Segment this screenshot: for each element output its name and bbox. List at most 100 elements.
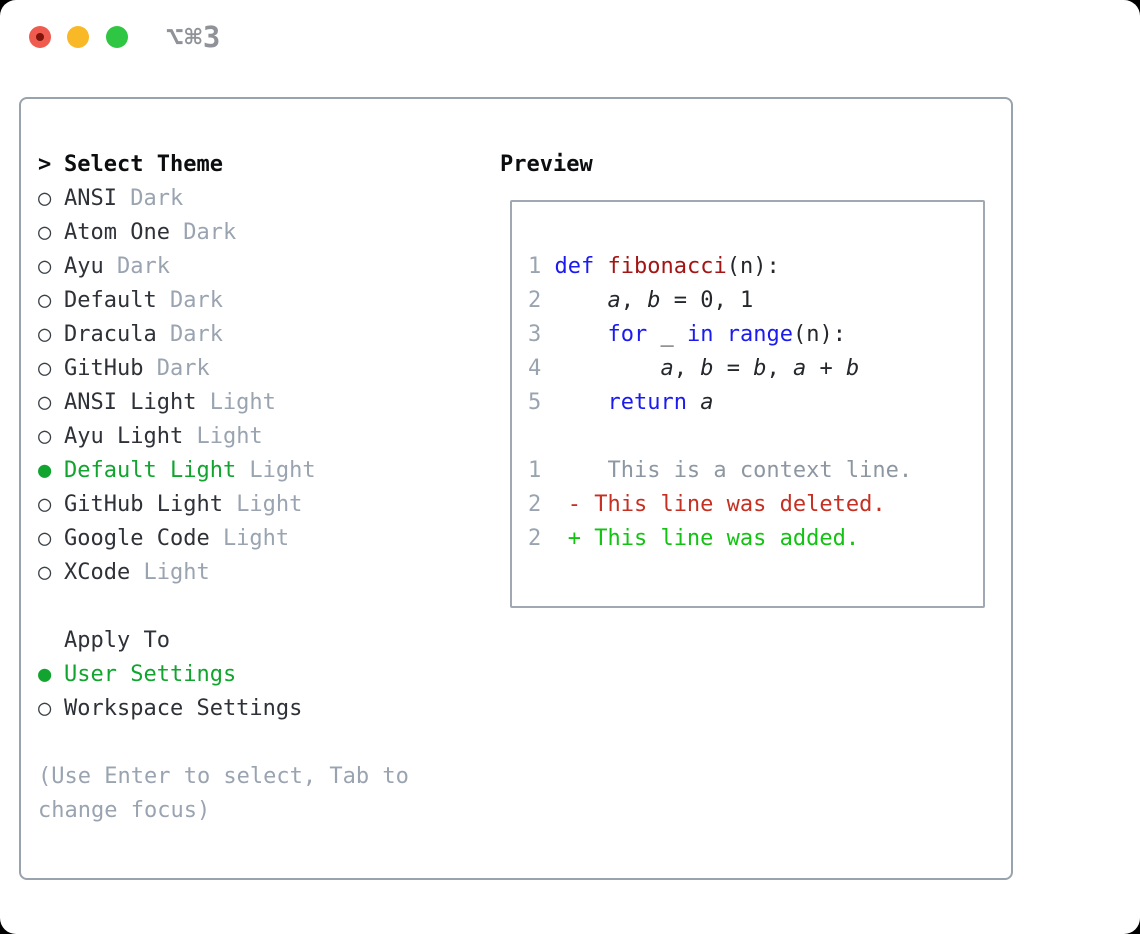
diff-deleted-text: - This line was deleted.: [554, 492, 886, 517]
close-dot-icon: [36, 33, 44, 41]
apply-to-title: Apply To: [64, 628, 170, 653]
zoom-button-icon[interactable]: [106, 26, 128, 48]
diff-line-deleted: 2 - This line was deleted.: [528, 488, 983, 522]
radio-icon: ○: [38, 560, 52, 585]
code-content: for _ in range(n):: [554, 322, 845, 347]
theme-variant: Light: [249, 458, 316, 483]
spacer: [38, 726, 458, 760]
radio-icon: ○: [38, 220, 52, 245]
code-token: b: [753, 356, 767, 381]
code-token: _: [647, 322, 687, 347]
code-token: b: [647, 288, 661, 313]
diff-added-text: + This line was added.: [554, 526, 860, 551]
code-token: range: [726, 322, 793, 347]
code-token: a: [607, 288, 621, 313]
line-number: 4: [528, 356, 542, 381]
titlebar: ⌥⌘3: [0, 0, 1140, 76]
theme-variant: Dark: [169, 322, 223, 347]
theme-variant: Dark: [156, 356, 210, 381]
apply-option-label: User Settings: [64, 662, 237, 687]
code-line: 1 def fibonacci(n):: [528, 250, 983, 284]
code-token: [554, 390, 607, 415]
theme-name: Google Code: [64, 526, 210, 551]
apply-option-label: Workspace Settings: [64, 696, 303, 721]
theme-option-ansi-light[interactable]: ○ ANSI Light Light: [38, 386, 458, 420]
code-token: ,: [620, 288, 648, 313]
code-token: fibonacci: [607, 254, 727, 279]
apply-option-workspace-settings[interactable]: ○ Workspace Settings: [38, 692, 458, 726]
radio-icon: ○: [38, 390, 52, 415]
radio-icon: ○: [38, 696, 52, 721]
theme-name: GitHub Light: [64, 492, 223, 517]
theme-name: Default Light: [64, 458, 237, 483]
code-token: (n):: [726, 254, 780, 279]
diff-line-added: 2 + This line was added.: [528, 522, 983, 556]
theme-name: Ayu: [64, 254, 104, 279]
theme-variant: Light: [209, 390, 276, 415]
code-token: return: [607, 390, 687, 415]
code-line: 5 return a: [528, 386, 983, 420]
code-line: 4 a, b = b, a + b: [528, 352, 983, 386]
apply-to-header: Apply To: [38, 624, 458, 658]
theme-name: Ayu Light: [64, 424, 184, 449]
radio-icon: ○: [38, 526, 52, 551]
focus-caret-icon: >: [38, 152, 52, 177]
theme-name: ANSI Light: [64, 390, 197, 415]
line-number: 1: [528, 254, 542, 279]
code-token: +: [806, 356, 846, 381]
theme-variant: Dark: [183, 220, 237, 245]
diff-line-context: 1 This is a context line.: [528, 454, 983, 488]
radio-icon: ○: [38, 254, 52, 279]
radio-selected-icon: ●: [38, 662, 52, 687]
code-content: a, b = 0, 1: [554, 288, 753, 313]
theme-name: Dracula: [64, 322, 157, 347]
theme-panel-title: Select Theme: [64, 152, 223, 177]
line-number: 5: [528, 390, 542, 415]
theme-option-ayu-light[interactable]: ○ Ayu Light Light: [38, 420, 458, 454]
theme-variant: Light: [143, 560, 210, 585]
code-content: def fibonacci(n):: [554, 254, 779, 279]
close-button-icon[interactable]: [29, 26, 51, 48]
code-token: =: [713, 356, 754, 381]
theme-name: GitHub: [64, 356, 144, 381]
code-token: for: [607, 322, 648, 347]
code-token: in: [686, 322, 714, 347]
line-number: 2: [528, 492, 542, 517]
code-token: (n):: [792, 322, 846, 347]
theme-option-github-dark[interactable]: ○ GitHub Dark: [38, 352, 458, 386]
code-token: a: [660, 356, 674, 381]
minimize-button-icon[interactable]: [67, 26, 89, 48]
spacer: [528, 420, 983, 454]
theme-variant: Dark: [169, 288, 223, 313]
radio-icon: ○: [38, 288, 52, 313]
apply-option-user-settings[interactable]: ● User Settings: [38, 658, 458, 692]
code-token: b: [700, 356, 714, 381]
line-number: 1: [528, 458, 542, 483]
theme-variant: Light: [236, 492, 303, 517]
code-token: a: [700, 390, 714, 415]
code-token: [554, 288, 607, 313]
window-shortcut: ⌥⌘3: [166, 20, 222, 54]
spacer: [38, 590, 458, 624]
radio-icon: ○: [38, 356, 52, 381]
radio-icon: ○: [38, 424, 52, 449]
theme-variant: Dark: [130, 186, 184, 211]
code-token: a: [792, 356, 807, 381]
theme-variant: Light: [196, 424, 263, 449]
theme-panel-header: > Select Theme: [38, 148, 458, 182]
line-number: 2: [528, 526, 542, 551]
line-number: 2: [528, 288, 542, 313]
code-content: a, b = b, a + b: [554, 356, 859, 381]
